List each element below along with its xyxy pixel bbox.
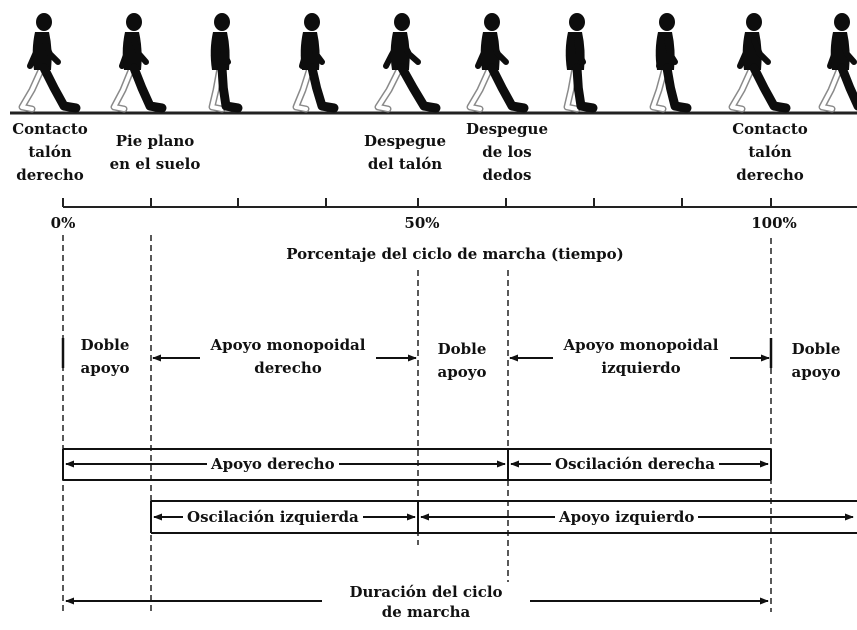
event-toe-off: Despegue de los dedos <box>466 120 548 184</box>
phase-double-support-1: Doble apoyo <box>80 336 130 377</box>
walking-person-icon <box>110 13 167 113</box>
walker-figures <box>18 13 857 113</box>
tick-label-0: 0% <box>50 214 76 232</box>
phase-double-support-3: Doble apoyo <box>791 340 841 381</box>
bar-left-stance: Apoyo izquierdo <box>555 507 699 527</box>
tick-label-100: 100% <box>751 214 797 232</box>
event-heel-off: Despegue del talón <box>364 132 446 173</box>
walking-person-icon <box>649 13 692 113</box>
axis-title: Porcentaje del ciclo de marcha (tiempo) <box>286 245 624 263</box>
walking-person-icon <box>563 13 598 113</box>
bar-right-swing: Oscilación derecha <box>551 454 719 474</box>
phase-double-support-2: Doble apoyo <box>437 340 487 381</box>
event-heel-strike-right: Contacto talón derecho <box>12 120 88 184</box>
walking-person-icon <box>292 13 339 113</box>
tick-label-50: 50% <box>404 214 440 232</box>
phase-single-support-left: Apoyo monopoidal izquierdo <box>563 336 719 377</box>
bar-right-stance: Apoyo derecho <box>207 454 339 474</box>
axis-ticks <box>62 198 772 207</box>
walking-person-icon <box>818 13 857 113</box>
walking-person-icon <box>208 13 243 113</box>
bar-left-swing: Oscilación izquierda <box>183 507 363 527</box>
walking-person-icon <box>374 13 441 113</box>
walking-person-icon <box>18 13 81 113</box>
event-foot-flat: Pie plano en el suelo <box>109 132 201 173</box>
phase-single-support-right: Apoyo monopoidal derecho <box>210 336 366 377</box>
cycle-duration-label: Duración del ciclo de marcha <box>322 582 530 622</box>
walking-person-icon <box>728 13 791 113</box>
walking-person-icon <box>466 13 529 113</box>
event-heel-strike-right-end: Contacto talón derecho <box>732 120 808 184</box>
